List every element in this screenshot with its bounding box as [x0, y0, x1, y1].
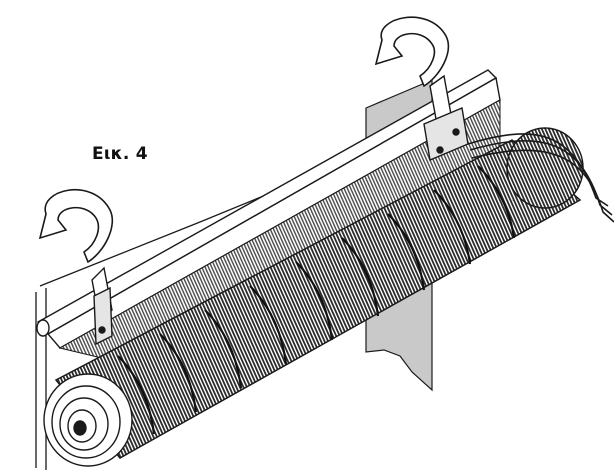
rotation-arrow-left: [38, 189, 114, 264]
mounting-bracket-right: [423, 74, 469, 161]
mounting-bracket-left: [91, 266, 113, 346]
rotation-arrow-right: [374, 16, 450, 88]
figure-label: Εικ. 4: [92, 144, 148, 164]
pull-cords: [467, 133, 614, 223]
roll-end: [43, 373, 133, 467]
